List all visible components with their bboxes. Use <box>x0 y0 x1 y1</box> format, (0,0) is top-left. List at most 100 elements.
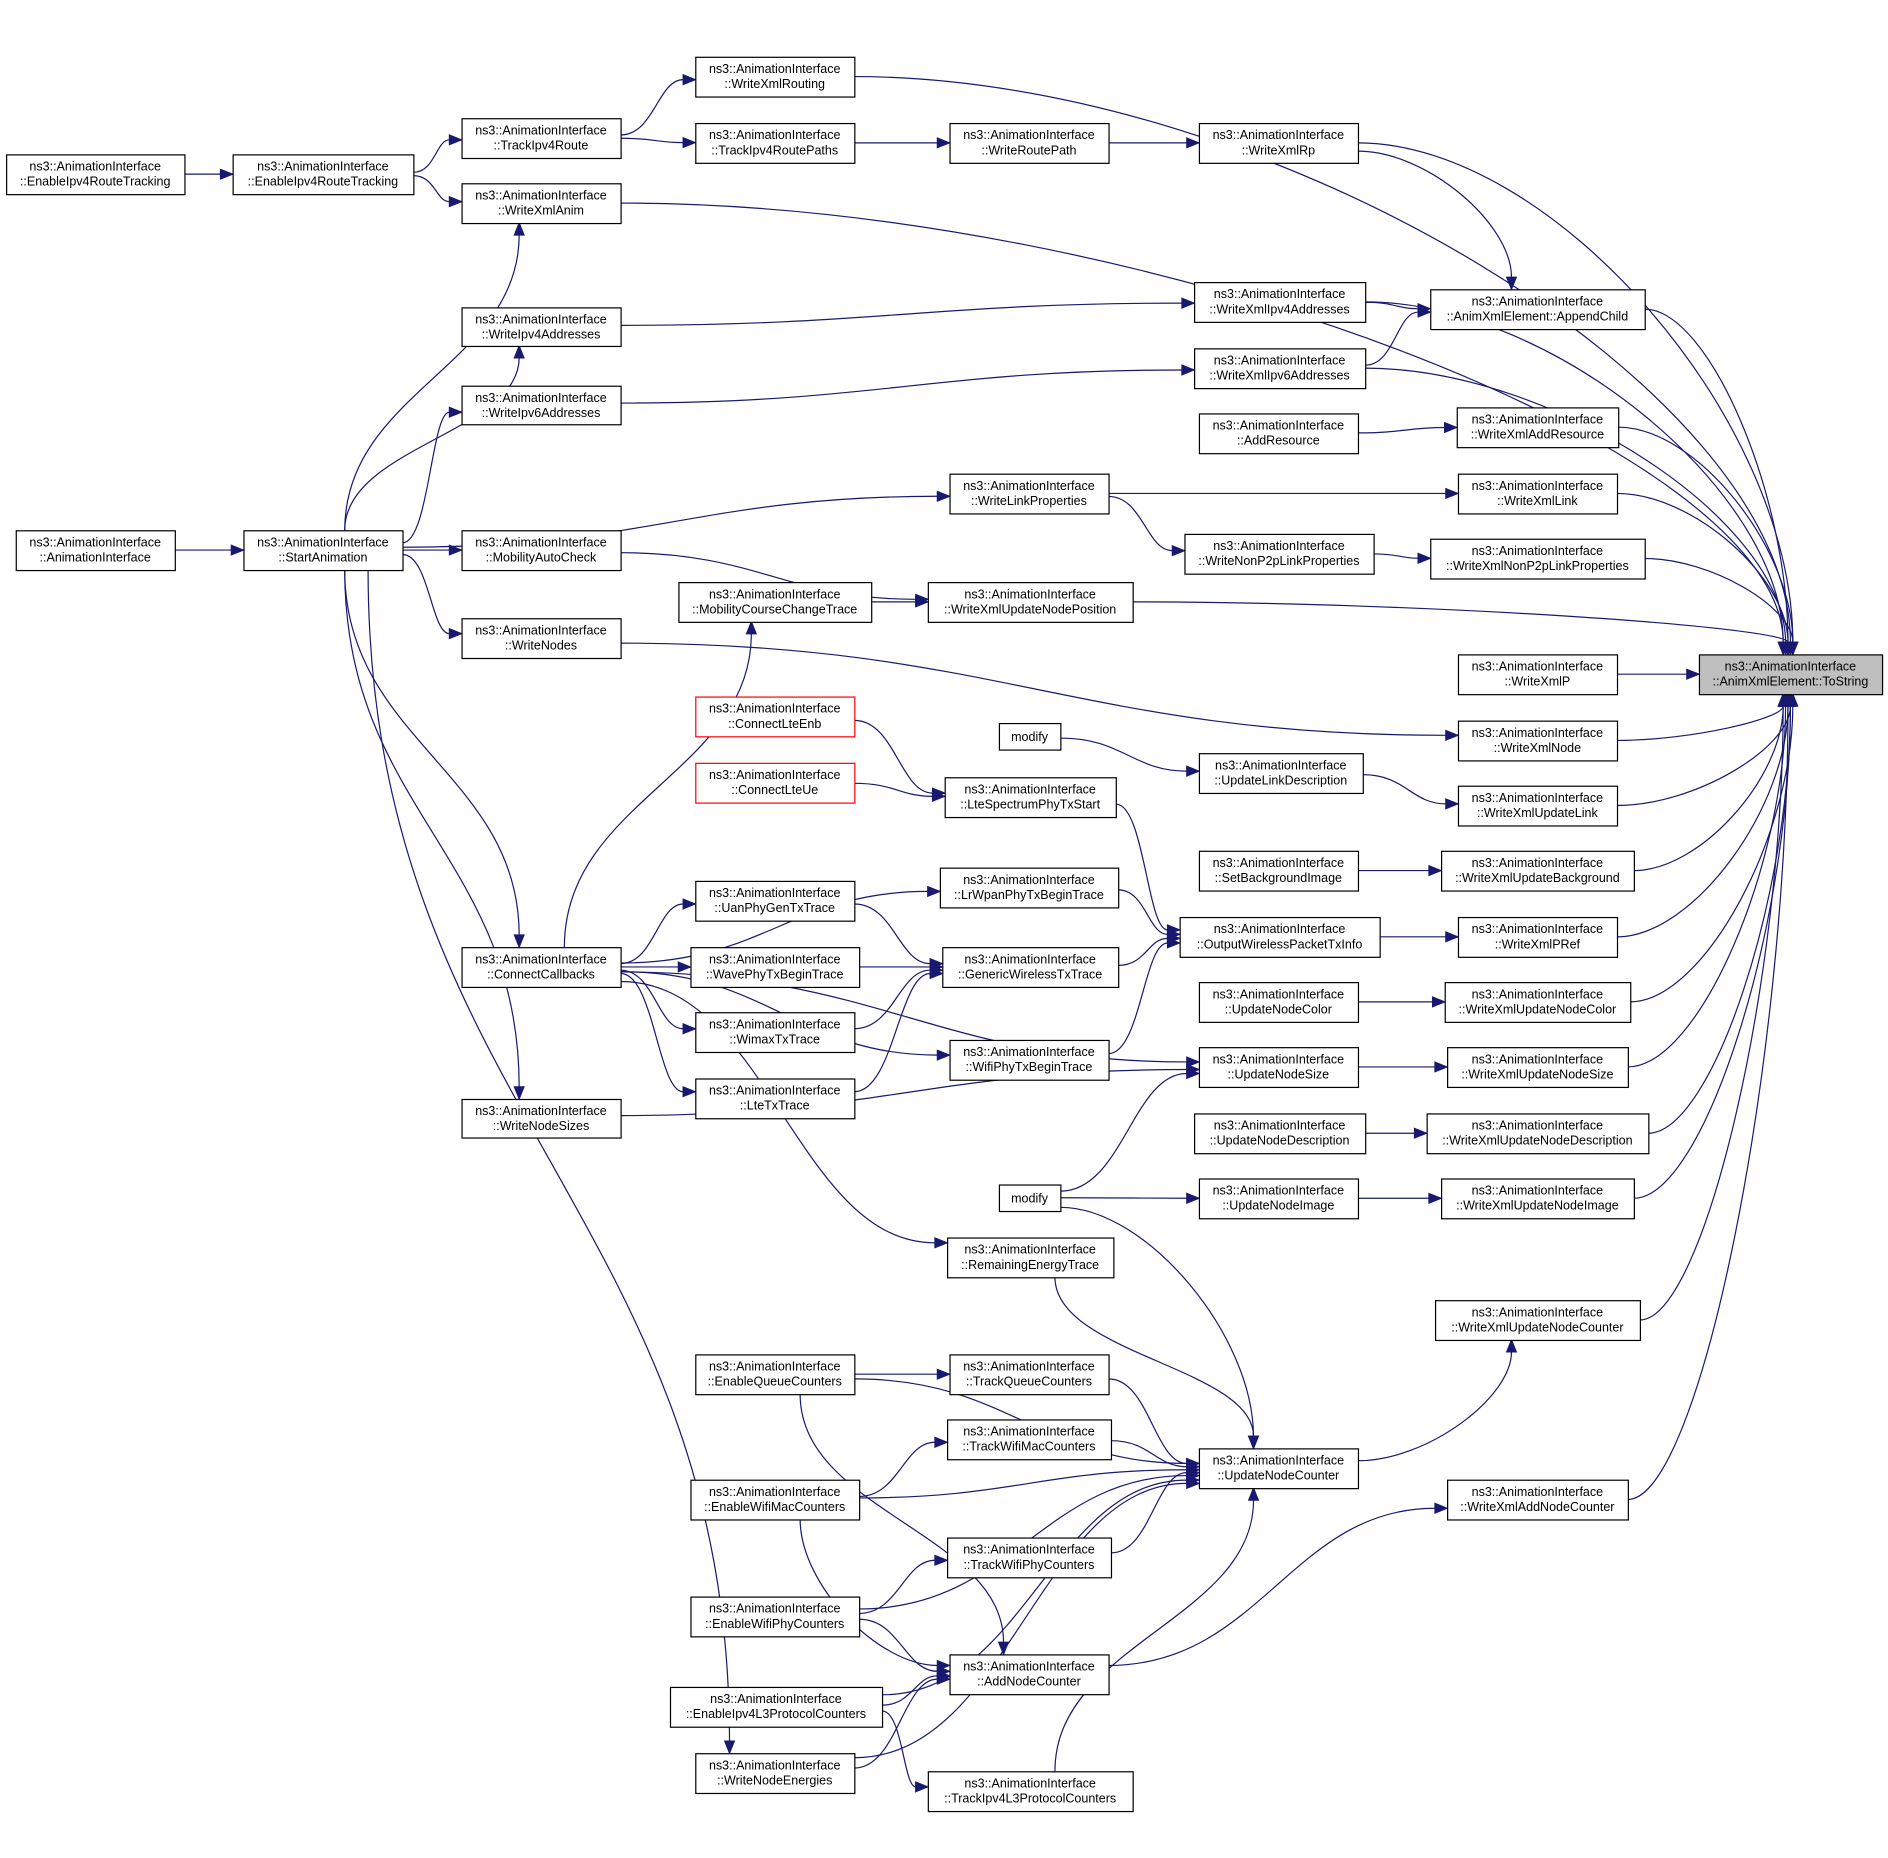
graph-node-ltespectrumphytx[interactable]: ns3::AnimationInterface::LteSpectrumPhyT… <box>944 777 1117 819</box>
graph-node-writexmlupdatenodedesc[interactable]: ns3::AnimationInterface::WriteXmlUpdateN… <box>1426 1113 1650 1155</box>
graph-node-updatenodecounter[interactable]: ns3::AnimationInterface::UpdateNodeCount… <box>1198 1448 1360 1490</box>
graph-node-writexmlpref[interactable]: ns3::AnimationInterface::WriteXmlPRef <box>1457 916 1619 958</box>
graph-node-writenodeenergies[interactable]: ns3::AnimationInterface::WriteNodeEnergi… <box>695 1753 856 1795</box>
graph-node-writeipv4addr[interactable]: ns3::AnimationInterface::WriteIpv4Addres… <box>461 307 622 348</box>
arrowhead-icon <box>1166 937 1182 949</box>
graph-node-connectcallbacks[interactable]: ns3::AnimationInterface::ConnectCallback… <box>461 947 622 989</box>
graph-node-trackqueuecounters[interactable]: ns3::AnimationInterface::TrackQueueCount… <box>949 1354 1110 1396</box>
graph-node-writexmlupdatebg[interactable]: ns3::AnimationInterface::WriteXmlUpdateB… <box>1441 850 1635 892</box>
node-label-namespace: ns3::AnimationInterface <box>257 160 389 174</box>
graph-node-writeipv6addr[interactable]: ns3::AnimationInterface::WriteIpv6Addres… <box>461 385 622 426</box>
graph-node-updatenodedesc[interactable]: ns3::AnimationInterface::UpdateNodeDescr… <box>1194 1113 1367 1155</box>
node-box <box>1194 281 1367 323</box>
node-label-namespace: ns3::AnimationInterface <box>29 160 161 174</box>
graph-node-writexmlrp[interactable]: ns3::AnimationInterface::WriteXmlRp <box>1198 122 1360 164</box>
node-label-method: ::OutputWirelessPacketTxInfo <box>1197 937 1363 951</box>
edge-writenonp2plinkprops-to-writexmlnonp2p <box>1373 553 1419 559</box>
node-label-namespace: ns3::AnimationInterface <box>1213 1052 1345 1066</box>
graph-node-writenodesizes[interactable]: ns3::AnimationInterface::WriteNodeSizes <box>461 1098 622 1139</box>
graph-node-writexmlupdatenodecolor[interactable]: ns3::AnimationInterface::WriteXmlUpdateN… <box>1444 982 1632 1023</box>
graph-node-updatenodecolor[interactable]: ns3::AnimationInterface::UpdateNodeColor <box>1198 982 1360 1023</box>
graph-node-eirt_outer[interactable]: ns3::AnimationInterface::EnableIpv4Route… <box>6 154 186 196</box>
graph-node-writexmladdresource[interactable]: ns3::AnimationInterface::WriteXmlAddReso… <box>1456 407 1620 449</box>
graph-node-animiface[interactable]: ns3::AnimationInterface::AnimationInterf… <box>15 530 176 572</box>
graph-node-modify2[interactable]: modify <box>998 1184 1062 1213</box>
graph-node-writexmlupdatenodecounter[interactable]: ns3::AnimationInterface::WriteXmlUpdateN… <box>1434 1300 1642 1342</box>
graph-node-writexmlp[interactable]: ns3::AnimationInterface::WriteXmlP <box>1457 654 1619 696</box>
graph-node-eirt_inner[interactable]: ns3::AnimationInterface::EnableIpv4Route… <box>232 154 415 196</box>
graph-node-modify1[interactable]: modify <box>998 722 1062 751</box>
graph-node-writexmlupdatenodepos[interactable]: ns3::AnimationInterface::WriteXmlUpdateN… <box>927 582 1134 623</box>
graph-node-updatenodeimage[interactable]: ns3::AnimationInterface::UpdateNodeImage <box>1198 1178 1360 1220</box>
edge-writeipv4addr-to-writexmlipv4addr <box>620 302 1182 326</box>
graph-node-connectlteue[interactable]: ns3::AnimationInterface::ConnectLteUe <box>695 762 856 804</box>
graph-node-writenodes[interactable]: ns3::AnimationInterface::WriteNodes <box>461 618 622 660</box>
node-box <box>1457 785 1619 827</box>
graph-node-ltetx[interactable]: ns3::AnimationInterface::LteTxTrace <box>695 1078 856 1120</box>
graph-node-writexmlupdatenodesize[interactable]: ns3::AnimationInterface::WriteXmlUpdateN… <box>1447 1047 1629 1089</box>
node-label-method: ::MobilityCourseChangeTrace <box>692 602 857 616</box>
graph-node-writexmllink[interactable]: ns3::AnimationInterface::WriteXmlLink <box>1457 473 1619 515</box>
graph-node-writeroutepath[interactable]: ns3::AnimationInterface::WriteRoutePath <box>949 122 1110 164</box>
graph-node-addresource[interactable]: ns3::AnimationInterface::AddResource <box>1198 413 1360 455</box>
node-label-method: ::EnableQueueCounters <box>708 1375 842 1389</box>
graph-node-writexmlupdatenodeimage[interactable]: ns3::AnimationInterface::WriteXmlUpdateN… <box>1441 1178 1635 1220</box>
graph-node-outputwirelesstxinfo[interactable]: ns3::AnimationInterface::OutputWirelessP… <box>1179 916 1381 958</box>
graph-node-mobilityautocheck[interactable]: ns3::AnimationInterface::MobilityAutoChe… <box>461 530 622 572</box>
graph-node-trackwifiphycounters[interactable]: ns3::AnimationInterface::TrackWifiPhyCou… <box>947 1537 1113 1579</box>
arrowhead-icon <box>997 1641 1010 1656</box>
node-label-namespace: ns3::AnimationInterface <box>1472 987 1604 1001</box>
graph-node-updatelinkdesc[interactable]: ns3::AnimationInterface::UpdateLinkDescr… <box>1198 753 1364 795</box>
arrowhead-icon <box>1782 641 1794 656</box>
node-label-method: ::ConnectCallbacks <box>487 967 595 981</box>
graph-node-mobilitycoursechange[interactable]: ns3::AnimationInterface::MobilityCourseC… <box>678 582 873 623</box>
graph-node-updatenodesize[interactable]: ns3::AnimationInterface::UpdateNodeSize <box>1198 1047 1360 1089</box>
graph-node-writexmlanim[interactable]: ns3::AnimationInterface::WriteXmlAnim <box>461 183 622 225</box>
graph-node-writelinkproperties[interactable]: ns3::AnimationInterface::WriteLinkProper… <box>949 473 1110 515</box>
graph-node-uanphygentx[interactable]: ns3::AnimationInterface::UanPhyGenTxTrac… <box>695 880 856 922</box>
graph-node-writexmlupdatelink[interactable]: ns3::AnimationInterface::WriteXmlUpdateL… <box>1457 785 1619 827</box>
node-label-namespace: ns3::AnimationInterface <box>709 952 841 966</box>
graph-node-trackwifimaccounters[interactable]: ns3::AnimationInterface::TrackWifiMacCou… <box>947 1419 1113 1461</box>
graph-node-wavephytxbegin[interactable]: ns3::AnimationInterface::WavePhyTxBeginT… <box>690 947 861 989</box>
graph-node-startanim[interactable]: ns3::AnimationInterface::StartAnimation <box>243 530 404 572</box>
edge-enableipv4l3-to-updatenodecounter <box>881 1479 1187 1696</box>
node-label-namespace: ns3::AnimationInterface <box>1472 1305 1604 1319</box>
node-label-method: ::WriteNonP2pLinkProperties <box>1198 554 1359 568</box>
graph-node-writexmlnonp2p[interactable]: ns3::AnimationInterface::WriteXmlNonP2pL… <box>1430 538 1646 580</box>
arrowhead-icon <box>682 73 697 86</box>
graph-node-trackipv4routepaths[interactable]: ns3::AnimationInterface::TrackIpv4RouteP… <box>695 122 856 164</box>
graph-node-tostring[interactable]: ns3::AnimationInterface::AnimXmlElement:… <box>1698 654 1884 696</box>
graph-node-wimaxtx[interactable]: ns3::AnimationInterface::WimaxTxTrace <box>695 1012 856 1054</box>
arrowhead-icon <box>1247 1435 1260 1450</box>
graph-node-enableipv4l3[interactable]: ns3::AnimationInterface::EnableIpv4L3Pro… <box>669 1686 884 1728</box>
node-box <box>1441 1178 1635 1220</box>
arrowhead-icon <box>1186 1063 1201 1076</box>
node-label: modify <box>1011 1192 1049 1206</box>
edge-writenodes-to-writexmlnode <box>620 642 1446 736</box>
graph-node-wifiphytxbegin[interactable]: ns3::AnimationInterface::WifiPhyTxBeginT… <box>949 1039 1110 1081</box>
graph-node-setbgimage[interactable]: ns3::AnimationInterface::SetBackgroundIm… <box>1198 850 1360 892</box>
edge-trackwifiphycounters-to-updatenodecounter <box>1110 1472 1187 1554</box>
graph-node-connectlteenb[interactable]: ns3::AnimationInterface::ConnectLteEnb <box>695 696 856 738</box>
graph-node-writexmlipv4addr[interactable]: ns3::AnimationInterface::WriteXmlIpv4Add… <box>1194 281 1367 323</box>
graph-node-writexmlnode[interactable]: ns3::AnimationInterface::WriteXmlNode <box>1457 720 1619 762</box>
graph-node-writexmlrouting[interactable]: ns3::AnimationInterface::WriteXmlRouting <box>695 56 856 98</box>
arrowhead-icon <box>745 620 758 635</box>
graph-node-appendchild[interactable]: ns3::AnimationInterface::AnimXmlElement:… <box>1430 289 1646 331</box>
node-label-method: ::EnableWifiMacCounters <box>704 1500 845 1514</box>
arrowhead-icon <box>1186 1466 1201 1479</box>
graph-node-writenonp2plinkprops[interactable]: ns3::AnimationInterface::WriteNonP2pLink… <box>1184 533 1375 575</box>
graph-node-trackipv4route[interactable]: ns3::AnimationInterface::TrackIpv4Route <box>461 118 622 160</box>
graph-node-enablewifiphycounters[interactable]: ns3::AnimationInterface::EnableWifiPhyCo… <box>690 1596 861 1638</box>
graph-node-enablequeuecounters[interactable]: ns3::AnimationInterface::EnableQueueCoun… <box>695 1354 856 1396</box>
graph-node-writexmladdnodecounter[interactable]: ns3::AnimationInterface::WriteXmlAddNode… <box>1447 1479 1629 1521</box>
graph-node-enablewifimaccounters[interactable]: ns3::AnimationInterface::EnableWifiMacCo… <box>690 1479 861 1521</box>
graph-node-remainingenergy[interactable]: ns3::AnimationInterface::RemainingEnergy… <box>947 1237 1115 1279</box>
graph-node-addnodecounter[interactable]: ns3::AnimationInterface::AddNodeCounter <box>949 1654 1110 1696</box>
graph-node-lrwpanphytx[interactable]: ns3::AnimationInterface::LrWpanPhyTxBegi… <box>939 867 1120 909</box>
graph-node-trackipv4l3[interactable]: ns3::AnimationInterface::TrackIpv4L3Prot… <box>927 1771 1134 1813</box>
graph-node-genericwirelesstx[interactable]: ns3::AnimationInterface::GenericWireless… <box>942 947 1120 989</box>
graph-node-writexmlipv6addr[interactable]: ns3::AnimationInterface::WriteXmlIpv6Add… <box>1194 348 1367 390</box>
node-label-method: ::WriteXmlUpdateNodeCounter <box>1451 1320 1623 1334</box>
